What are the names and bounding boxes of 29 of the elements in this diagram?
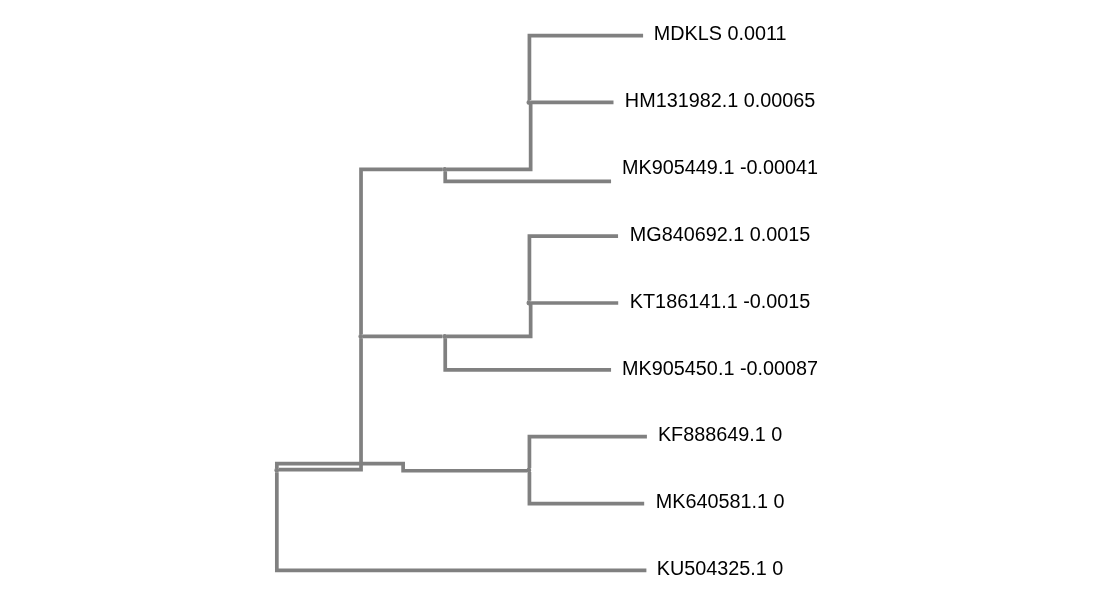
node-point [441,334,447,339]
connector [527,33,643,101]
connector [527,471,644,506]
connector [530,100,613,105]
connector [274,472,646,573]
node-text: KT186141.1 -0.0015 [629,289,810,312]
node-text: MK640581.1 0 [655,490,784,513]
node-text: KU504325.1 0 [656,557,783,580]
connector [527,234,618,301]
node-point [273,467,279,473]
node-text: MK905450.1 -0.00087 [621,356,818,379]
connector [527,434,647,469]
node-text: MDKLS 0.0011 [653,22,786,45]
node-text: MK905449.1 -0.00041 [621,155,818,178]
node-point [441,166,447,172]
node-text: HM131982.1 0.00065 [624,89,815,112]
connector [446,303,532,339]
node-point [525,300,531,306]
connector [362,334,442,339]
node-text: KF888649.1 0 [657,423,782,446]
node-text: MG840692.1 0.0015 [629,222,810,245]
node-point [525,100,531,105]
connector [358,167,443,335]
node-point [357,334,363,339]
connector [530,301,618,305]
connector [442,338,611,372]
connector [442,171,611,184]
connector [278,338,363,472]
node-point [525,467,531,473]
